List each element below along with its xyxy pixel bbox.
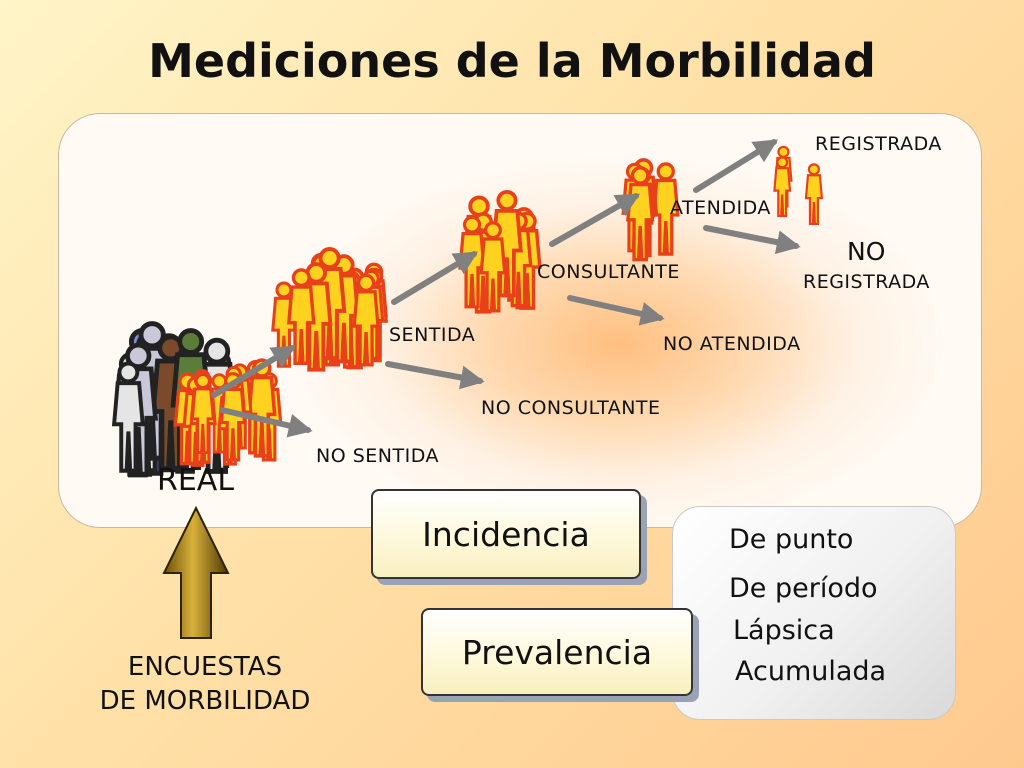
crowd-sentida-icon	[271, 246, 388, 372]
prevalencia-box: Prevalencia	[421, 608, 693, 696]
encuestas-line1: ENCUESTAS	[127, 652, 283, 682]
person-icon	[111, 361, 145, 473]
label-consultante: CONSULTANTE	[537, 261, 680, 283]
label-sentida: SENTIDA	[389, 324, 476, 346]
person-icon	[286, 268, 316, 366]
arrow-sentida-to-consultante	[391, 251, 479, 305]
person-icon	[773, 156, 792, 218]
crowd-atendida-icon	[621, 158, 680, 262]
label-no-sentida: NO SENTIDA	[316, 445, 439, 467]
arrow-sentida-to-no-consultante	[385, 361, 485, 390]
page-title: Mediciones de la Morbilidad	[148, 34, 876, 88]
person-icon	[804, 163, 824, 226]
type-acumulada: Acumulada	[735, 656, 887, 687]
label-no-consultante: NO CONSULTANTE	[481, 397, 661, 419]
label-real: REAL	[157, 463, 235, 498]
arrow-real-to-no-sentida	[219, 407, 313, 438]
encuestas-line2: DE MORBILIDAD	[99, 686, 311, 716]
person-icon	[479, 221, 507, 313]
type-de-periodo: De período	[729, 573, 878, 604]
type-de-punto: De punto	[729, 524, 854, 555]
crowd-registrada-icon	[773, 145, 824, 226]
label-no-registrada: REGISTRADA	[803, 271, 930, 293]
label-no-atendida: NO ATENDIDA	[663, 333, 801, 355]
arrow-real-to-sentida	[211, 345, 297, 398]
label-registrada: REGISTRADA	[815, 133, 942, 155]
person-icon	[352, 273, 380, 367]
arrow-atendida-to-no-registrada	[703, 225, 801, 255]
arrow-consultante-to-no-atendida	[567, 295, 665, 326]
type-lapsica: Lápsica	[733, 615, 835, 646]
label-no-registrada-no: NO	[847, 237, 886, 266]
incidencia-box: Incidencia	[371, 489, 641, 579]
person-icon	[651, 162, 680, 256]
arrow-consultante-to-atendida	[549, 193, 641, 247]
up-arrow-icon	[162, 505, 230, 639]
prevalence-types-panel: De punto De período Lápsica Acumulada	[672, 506, 956, 720]
flow-arrows	[211, 139, 801, 438]
person-icon	[190, 373, 215, 455]
encuestas-label: ENCUESTAS DE MORBILIDAD	[80, 650, 330, 718]
arrow-atendida-to-registrada	[693, 139, 779, 193]
label-atendida: ATENDIDA	[670, 197, 771, 219]
